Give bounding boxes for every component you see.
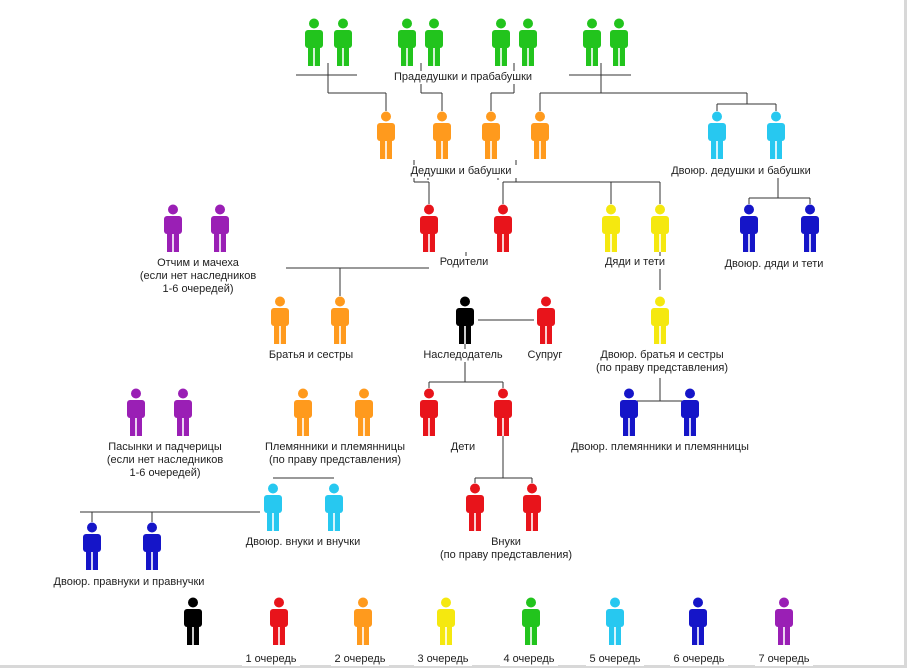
label-grandparents: Дедушки и бабушки: [398, 165, 524, 178]
legend-label: 1 очередь: [242, 653, 300, 666]
great-grandparent-figure-icon: [303, 18, 325, 66]
cousin-great-grandchild-figure-icon: [81, 522, 103, 570]
legend-cyan-figure-icon: [604, 597, 626, 645]
legend-yellow-figure-icon: [435, 597, 457, 645]
label-line: (если нет наследников: [106, 454, 224, 466]
legend-label: 3 очередь: [414, 653, 472, 666]
legend-orange-figure-icon: [352, 597, 374, 645]
label-parents: Родители: [429, 256, 499, 269]
legend-label: 5 очередь: [586, 653, 644, 666]
label-stepchildren: Пасынки и падчерицы (если нет наследнико…: [80, 441, 250, 480]
label-line: Двоюр. братья и сестры: [600, 349, 724, 361]
label-spouse: Супруг: [518, 349, 572, 362]
sibling-figure-icon: [269, 296, 291, 344]
label-stepparents: Отчим и мачеха (если нет наследников 1-6…: [110, 257, 286, 296]
cousin-grandparent-figure-icon: [706, 111, 728, 159]
nephew-figure-icon: [292, 388, 314, 436]
label-aunts-uncles: Дяди и тети: [593, 256, 677, 269]
legend-black-figure-icon: [182, 597, 204, 645]
grandchild-figure-icon: [521, 483, 543, 531]
cousin-nephew-figure-icon: [618, 388, 640, 436]
nephew-figure-icon: [353, 388, 375, 436]
grandchild-figure-icon: [464, 483, 486, 531]
legend-purple-figure-icon: [773, 597, 795, 645]
label-cousin-grandparents: Двоюр. дедушки и бабушки: [655, 165, 827, 178]
parent-figure-icon: [418, 204, 440, 252]
legend-label: 7 очередь: [755, 653, 813, 666]
spouse-figure-icon: [535, 296, 557, 344]
great-grandparent-figure-icon: [396, 18, 418, 66]
cousin-grandchild-figure-icon: [262, 483, 284, 531]
legend-label: 2 очередь: [331, 653, 389, 666]
legend-label: 4 очередь: [500, 653, 558, 666]
label-line: (по праву представления): [439, 549, 572, 561]
aunt-uncle-figure-icon: [600, 204, 622, 252]
great-grandparent-figure-icon: [490, 18, 512, 66]
cousin-aunt-uncle-figure-icon: [799, 204, 821, 252]
label-testator: Наследодатель: [413, 349, 513, 362]
cousin-nephew-figure-icon: [679, 388, 701, 436]
great-grandparent-figure-icon: [423, 18, 445, 66]
label-grandchildren: Внуки (по праву представления): [418, 536, 594, 562]
label-line: (если нет наследников: [139, 270, 257, 282]
legend-blue-figure-icon: [687, 597, 709, 645]
label-nephews: Племянники и племянницы (по праву предст…: [246, 441, 424, 467]
label-great-grandparents: Прадедушки и прабабушки: [375, 71, 551, 84]
legend-green-figure-icon: [520, 597, 542, 645]
grandparent-figure-icon: [375, 111, 397, 159]
label-siblings: Братья и сестры: [255, 349, 367, 362]
label-line: Внуки: [491, 536, 521, 548]
legend-red-figure-icon: [268, 597, 290, 645]
stepchild-figure-icon: [125, 388, 147, 436]
stepchild-figure-icon: [172, 388, 194, 436]
aunt-uncle-figure-icon: [649, 204, 671, 252]
great-grandparent-figure-icon: [608, 18, 630, 66]
cousin-grandparent-figure-icon: [765, 111, 787, 159]
label-cousin-great-grandchildren: Двоюр. правнуки и правнучки: [32, 576, 226, 589]
label-line: 1-6 очередей): [129, 467, 201, 479]
sibling-figure-icon: [329, 296, 351, 344]
label-line: (по праву представления): [595, 362, 728, 374]
label-line: Отчим и мачеха: [157, 257, 239, 269]
cousin-figure-icon: [649, 296, 671, 344]
label-children: Дети: [442, 441, 484, 454]
great-grandparent-figure-icon: [517, 18, 539, 66]
child-figure-icon: [492, 388, 514, 436]
parent-figure-icon: [492, 204, 514, 252]
great-grandparent-figure-icon: [332, 18, 354, 66]
great-grandparent-figure-icon: [581, 18, 603, 66]
grandparent-figure-icon: [431, 111, 453, 159]
label-cousin-nephews: Двоюр. племянники и племянницы: [549, 441, 771, 454]
cousin-great-grandchild-figure-icon: [141, 522, 163, 570]
label-line: Пасынки и падчерицы: [108, 441, 222, 453]
legend-label: 6 очередь: [670, 653, 728, 666]
stepparent-figure-icon: [162, 204, 184, 252]
testator-figure-icon: [454, 296, 476, 344]
child-figure-icon: [418, 388, 440, 436]
label-cousins: Двоюр. братья и сестры (по праву предста…: [578, 349, 746, 375]
cousin-aunt-uncle-figure-icon: [738, 204, 760, 252]
label-line: (по праву представления): [268, 454, 401, 466]
label-cousin-grandchildren: Двоюр. внуки и внучки: [232, 536, 374, 549]
stepparent-figure-icon: [209, 204, 231, 252]
grandparent-figure-icon: [480, 111, 502, 159]
cousin-grandchild-figure-icon: [323, 483, 345, 531]
label-line: 1-6 очередей): [162, 283, 234, 295]
label-line: Племянники и племянницы: [265, 441, 405, 453]
label-cousin-aunts-uncles: Двоюр. дяди и тети: [710, 258, 838, 271]
grandparent-figure-icon: [529, 111, 551, 159]
